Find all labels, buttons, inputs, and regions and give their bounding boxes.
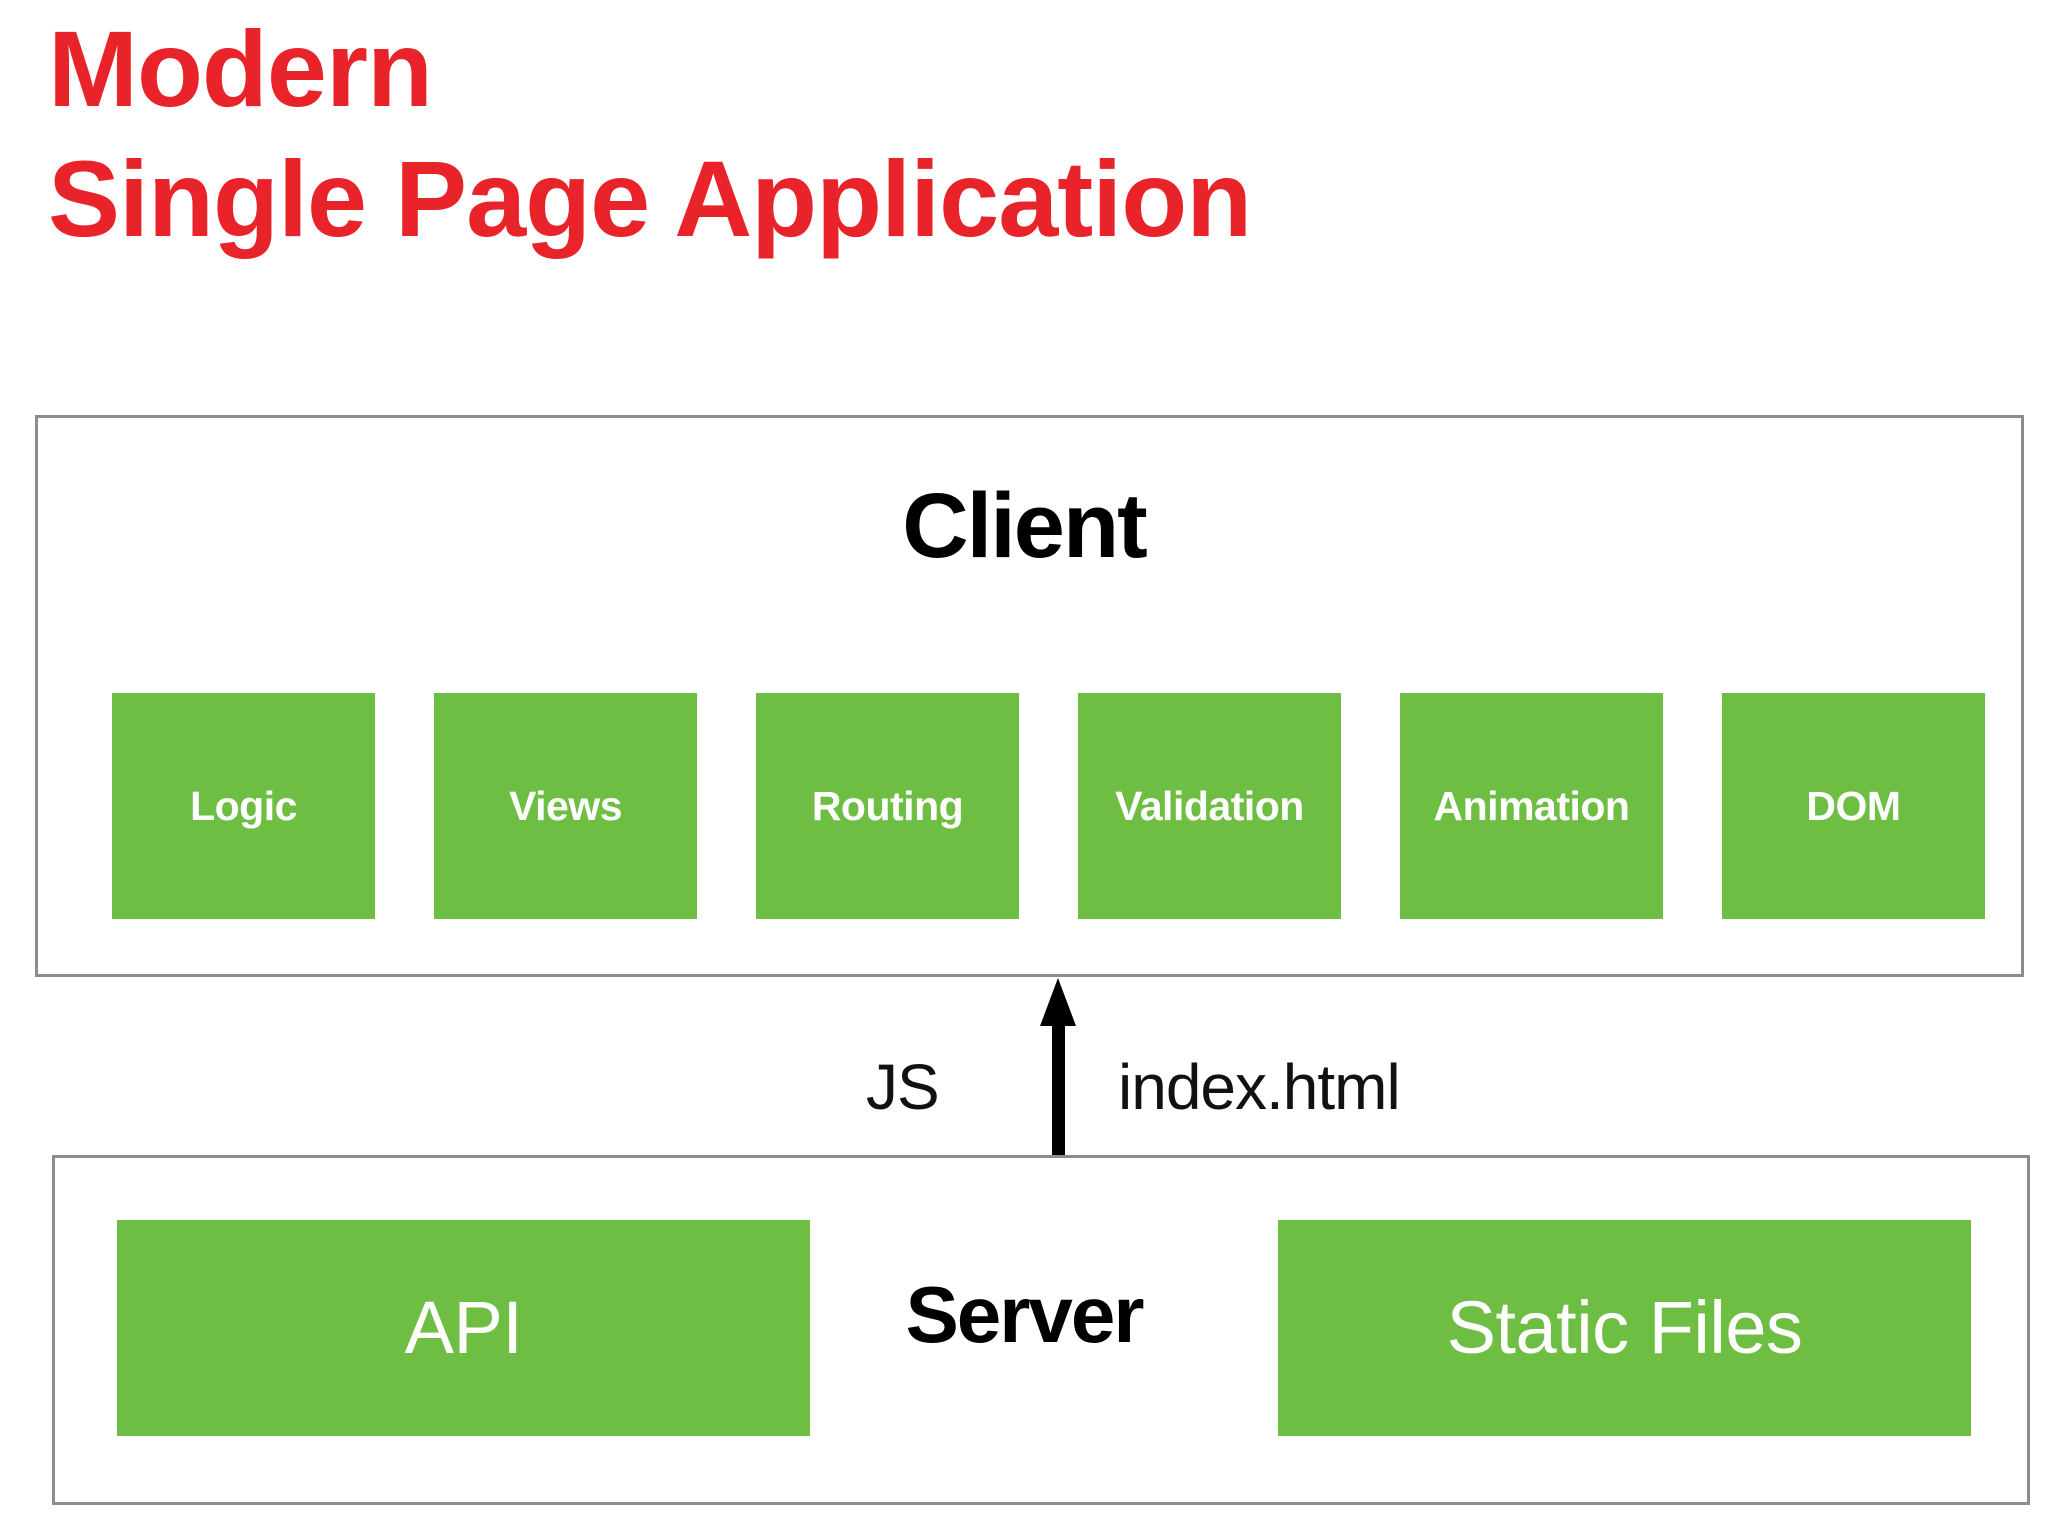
- server-box-api[interactable]: API: [117, 1220, 810, 1436]
- connection-label-index-html: index.html: [1118, 1051, 1401, 1123]
- client-module-dom[interactable]: DOM: [1722, 693, 1985, 919]
- client-module-animation[interactable]: Animation: [1400, 693, 1663, 919]
- server-box-label: API: [404, 1286, 523, 1369]
- client-module-views[interactable]: Views: [434, 693, 697, 919]
- client-module-label: DOM: [1806, 782, 1901, 829]
- client-heading: Client: [902, 475, 1148, 577]
- server-heading: Server: [905, 1270, 1144, 1359]
- server-box-label: Static Files: [1446, 1286, 1803, 1369]
- client-module-routing[interactable]: Routing: [756, 693, 1019, 919]
- page-title-line-1: Modern: [48, 8, 433, 129]
- server-box-static-files[interactable]: Static Files: [1278, 1220, 1971, 1436]
- client-module-logic[interactable]: Logic: [112, 693, 375, 919]
- page-title: Modern Single Page Application: [48, 4, 1948, 264]
- client-module-label: Routing: [811, 782, 964, 829]
- client-module-row: Logic Views Routing Validation Animation…: [112, 693, 1985, 919]
- page-title-line-2: Single Page Application: [48, 138, 1252, 259]
- connection-label-js: JS: [866, 1051, 940, 1123]
- client-module-label: Animation: [1433, 782, 1630, 829]
- arrow-up-icon: [1040, 978, 1076, 1156]
- client-module-label: Logic: [190, 782, 297, 829]
- client-module-validation[interactable]: Validation: [1078, 693, 1341, 919]
- client-module-label: Views: [509, 782, 623, 829]
- arrow-shaft: [1052, 1018, 1065, 1156]
- client-module-label: Validation: [1115, 782, 1304, 829]
